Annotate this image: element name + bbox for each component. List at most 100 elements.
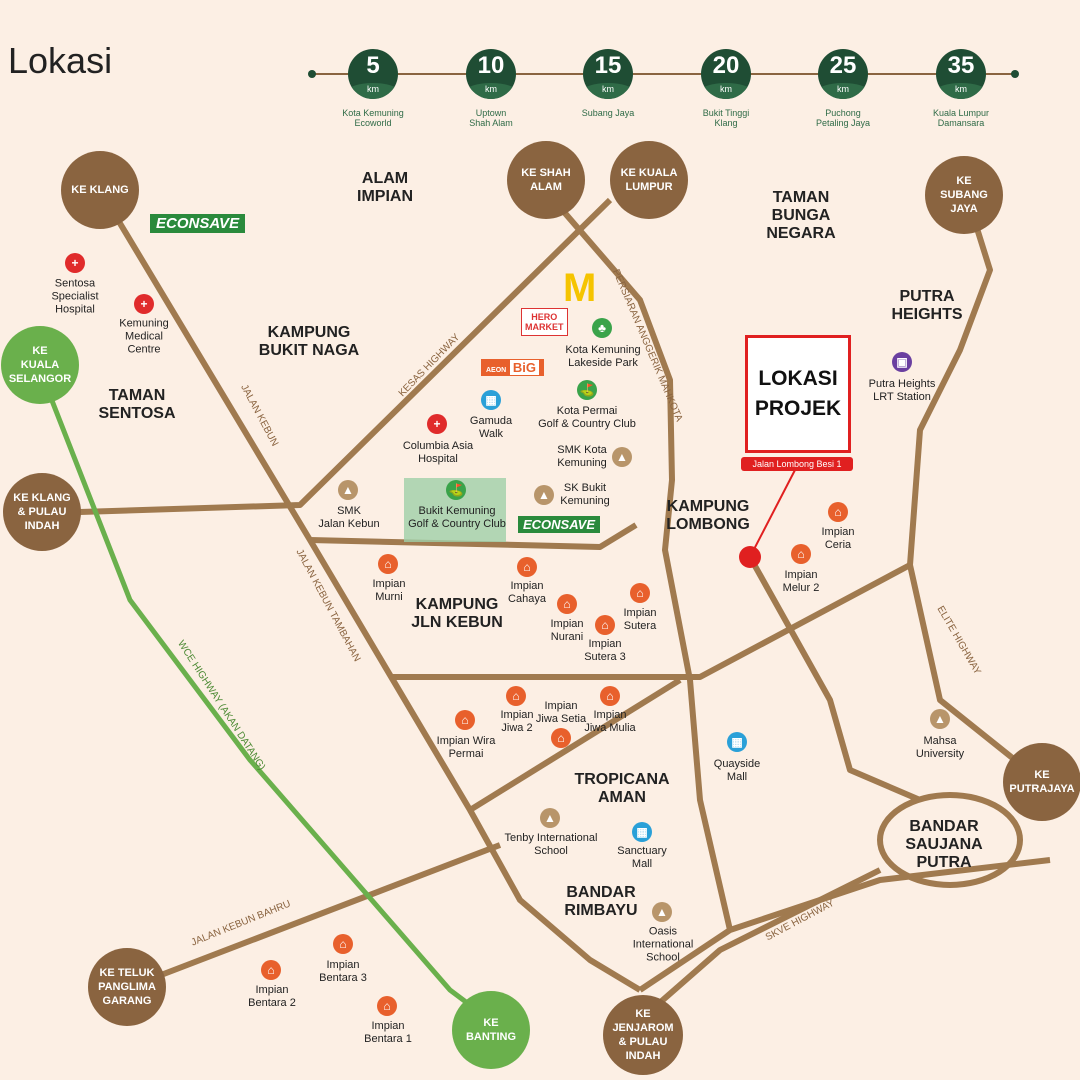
mall-icon: ▦ xyxy=(481,390,501,410)
house-icon: ⌂ xyxy=(595,615,615,635)
project-marker xyxy=(739,546,761,568)
place-label: Tenby International School xyxy=(504,832,598,857)
place-label: Impian Jiwa Mulia xyxy=(584,709,636,734)
road-kemuning xyxy=(309,522,638,550)
place-label: Oasis International School xyxy=(632,925,694,964)
aeon-big-logo: AEON BiG xyxy=(481,359,544,376)
mall-icon: ▦ xyxy=(727,732,747,752)
school-icon: ▲ xyxy=(540,808,560,828)
house-icon: ⌂ xyxy=(828,502,848,522)
place-label: Impian Bentara 2 xyxy=(248,984,296,1009)
house-icon: ⌂ xyxy=(517,557,537,577)
road-kesas xyxy=(79,197,613,515)
road-jalan-kebun xyxy=(97,188,642,993)
place-label: Impian Melur 2 xyxy=(782,569,820,594)
road-project xyxy=(747,555,922,803)
hospital-icon: + xyxy=(65,253,85,273)
hospital-icon: + xyxy=(134,294,154,314)
place-label: SMK Kota Kemuning xyxy=(557,444,607,469)
distance-label: Puchong Petaling Jaya xyxy=(815,108,871,128)
school-icon: ▲ xyxy=(534,485,554,505)
road-kebun-bahru xyxy=(133,842,502,988)
place-label: Impian Bentara 1 xyxy=(364,1020,412,1045)
destination-klang-pulau-indah: KE KLANG & PULAU INDAH xyxy=(3,473,81,551)
park-icon: ♣ xyxy=(592,318,612,338)
destination-kuala-selangor: KE KUALA SELANGOR xyxy=(1,326,79,404)
distance-label: Kota Kemuning Ecoworld xyxy=(342,108,404,128)
road-elite xyxy=(907,189,1042,783)
area-label: PUTRA HEIGHTS xyxy=(891,288,963,323)
distance-label: Uptown Shah Alam xyxy=(469,108,513,128)
place-label: Putra Heights LRT Station xyxy=(868,378,936,403)
house-icon: ⌂ xyxy=(600,686,620,706)
school-icon: ▲ xyxy=(612,447,632,467)
place-label: Impian Ceria xyxy=(821,526,855,551)
area-label: BANDAR RIMBAYU xyxy=(564,884,638,919)
place-label: Mahsa University xyxy=(915,735,965,760)
road-cross xyxy=(390,562,912,680)
place-label: Gamuda Walk xyxy=(469,415,513,440)
house-icon: ⌂ xyxy=(557,594,577,614)
area-label: TAMAN SENTOSA xyxy=(98,387,176,422)
destination-subang-jaya: KE SUBANG JAYA xyxy=(925,156,1003,234)
place-label: Sanctuary Mall xyxy=(617,845,667,870)
place-label: Kota Permai Golf & Country Club xyxy=(538,405,636,430)
place-label: SMK Jalan Kebun xyxy=(318,505,380,530)
project-location-box: LOKASI PROJEK xyxy=(745,335,851,453)
destination-kuala-lumpur: KE KUALA LUMPUR xyxy=(610,141,688,219)
house-icon: ⌂ xyxy=(377,996,397,1016)
destination-shah-alam: KE SHAH ALAM xyxy=(507,141,585,219)
place-label: Bukit Kemuning Golf & Country Club xyxy=(408,505,506,530)
road-wce xyxy=(37,369,492,1022)
place-label: Sentosa Specialist Hospital xyxy=(51,277,99,316)
place-label: Impian Sutera 3 xyxy=(584,638,626,663)
econsave-logo: ECONSAVE xyxy=(150,214,246,233)
destination-jenjarom: KE JENJAROM & PULAU INDAH xyxy=(603,995,683,1075)
place-label: Columbia Asia Hospital xyxy=(402,440,474,465)
area-label: KAMPUNG BUKIT NAGA xyxy=(258,324,360,359)
distance-label: Bukit Tinggi Klang xyxy=(702,108,750,128)
train-icon: ▣ xyxy=(892,352,912,372)
school-icon: ▲ xyxy=(930,709,950,729)
place-label: SK Bukit Kemuning xyxy=(560,482,610,507)
road-anggerik xyxy=(542,188,733,931)
distance-label: Kuala Lumpur Damansara xyxy=(932,108,990,128)
destination-banting: KE BANTING xyxy=(452,991,530,1069)
hospital-icon: + xyxy=(427,414,447,434)
hero-market-logo: HERO MARKET xyxy=(521,308,568,336)
house-icon: ⌂ xyxy=(333,934,353,954)
house-icon: ⌂ xyxy=(791,544,811,564)
destination-klang: KE KLANG xyxy=(61,151,139,229)
area-label: TROPICANA AMAN xyxy=(574,771,670,806)
house-icon: ⌂ xyxy=(506,686,526,706)
house-icon: ⌂ xyxy=(378,554,398,574)
place-label: Impian Nurani xyxy=(550,618,584,643)
place-label: Impian Murni xyxy=(372,578,406,603)
road-diag xyxy=(468,677,682,813)
house-icon: ⌂ xyxy=(551,728,571,748)
golf-icon: ⛳ xyxy=(577,380,597,400)
house-icon: ⌂ xyxy=(630,583,650,603)
house-icon: ⌂ xyxy=(455,710,475,730)
road-saujana-loop xyxy=(877,792,1023,888)
place-label: Kemuning Medical Centre xyxy=(119,317,169,356)
econsave-logo: ECONSAVE xyxy=(518,516,600,533)
area-label: BANDAR SAUJANA PUTRA xyxy=(905,818,983,871)
place-label: Impian Sutera xyxy=(623,607,657,632)
place-label: Impian Cahaya xyxy=(508,580,546,605)
mall-icon: ▦ xyxy=(632,822,652,842)
area-label: KAMPUNG JLN KEBUN xyxy=(411,596,503,631)
place-label: Kota Kemuning Lakeside Park xyxy=(565,344,641,369)
area-label: ALAM IMPIAN xyxy=(357,170,413,205)
school-icon: ▲ xyxy=(652,902,672,922)
area-label: TAMAN BUNGA NEGARA xyxy=(766,189,836,242)
area-label: KAMPUNG LOMBONG xyxy=(666,498,750,533)
school-icon: ▲ xyxy=(338,480,358,500)
